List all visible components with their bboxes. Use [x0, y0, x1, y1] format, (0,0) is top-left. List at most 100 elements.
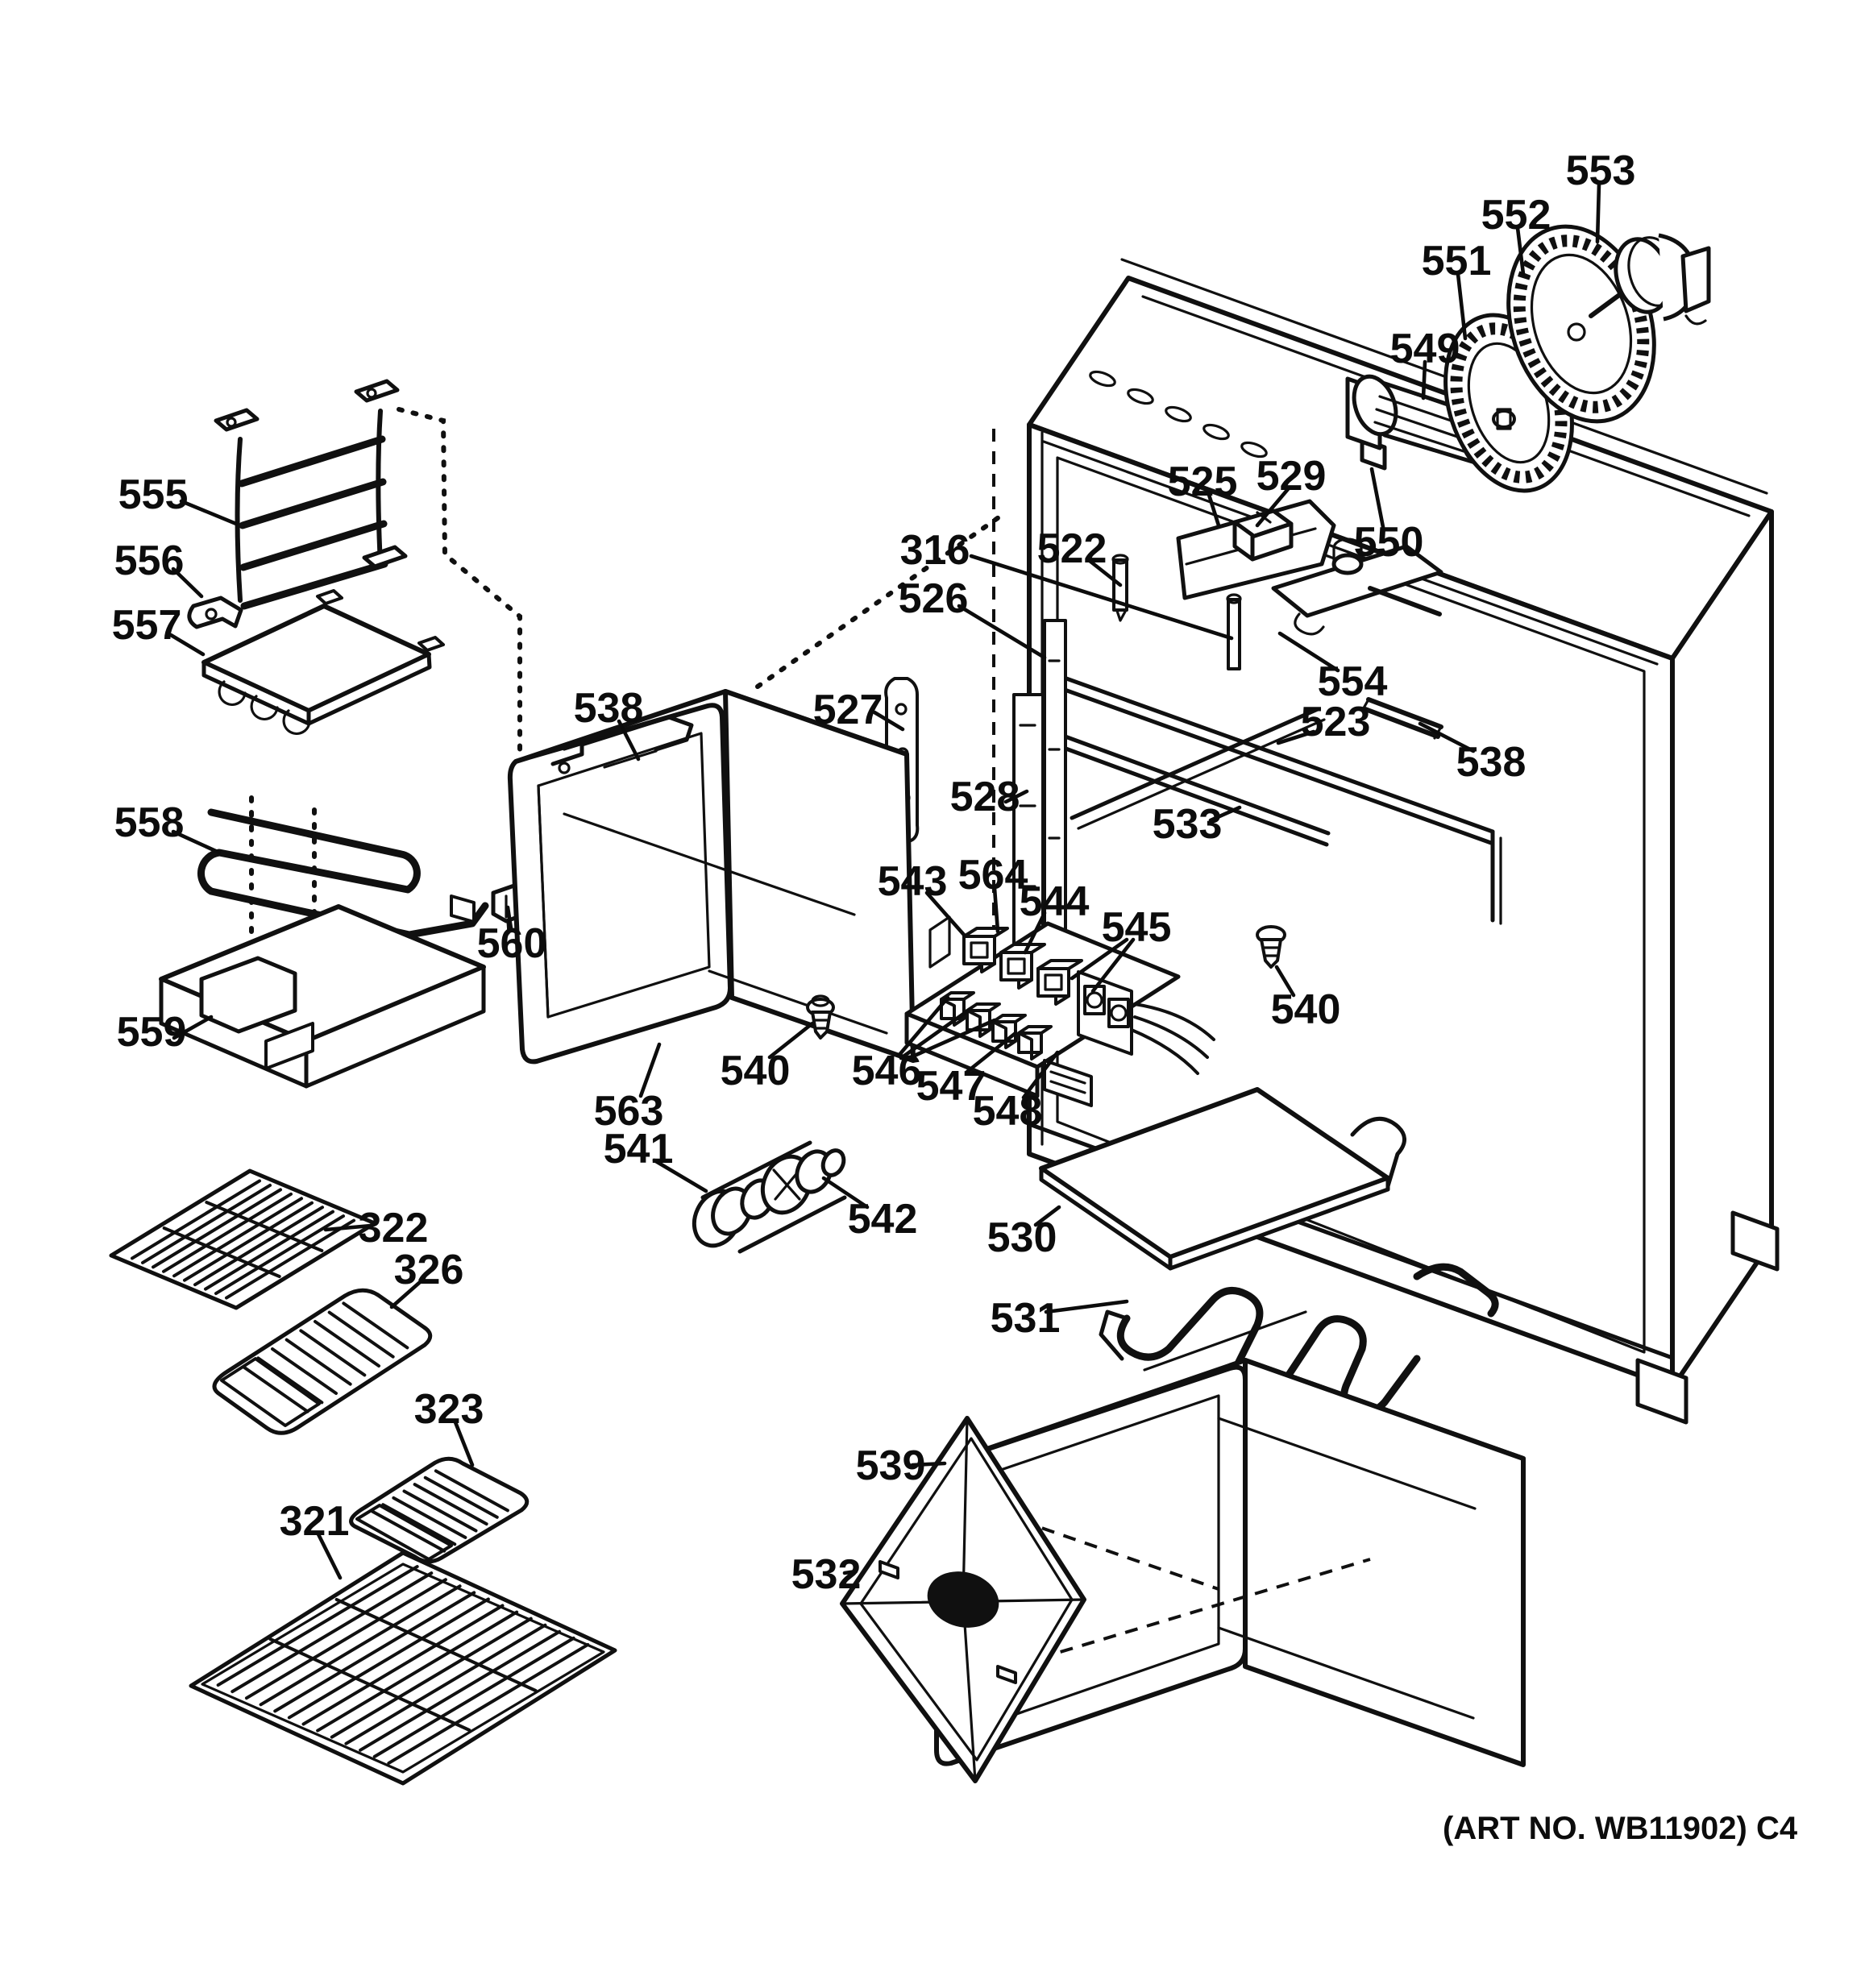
grid-line	[231, 1571, 434, 1694]
grid-line	[344, 1623, 547, 1745]
part-label-522: 522	[1037, 525, 1107, 572]
part-label-545: 545	[1102, 904, 1172, 951]
leader-line-532	[842, 1569, 858, 1575]
grid-line	[256, 1356, 324, 1405]
relay-544b	[1036, 959, 1083, 1006]
leader-line-553	[1595, 181, 1601, 244]
part-broiler-pan-326-drawing	[212, 1288, 433, 1435]
grid-line	[314, 1320, 380, 1368]
leader-line-539	[910, 1461, 947, 1467]
leader-line-547	[965, 1031, 1018, 1074]
part-label-543: 543	[878, 858, 948, 905]
part-liner-539-drawing	[908, 1358, 1526, 1767]
grid-line	[434, 1469, 509, 1513]
grid-line	[285, 1338, 352, 1386]
part-label-527: 527	[813, 687, 883, 733]
part-lamp-541-542-drawing	[692, 1140, 847, 1254]
leader-line-322	[323, 1223, 373, 1232]
part-label-530: 530	[987, 1214, 1057, 1261]
grid-line	[183, 1201, 314, 1282]
grid-line	[402, 1489, 478, 1533]
part-label-563: 563	[594, 1088, 664, 1135]
leader-line-540c	[767, 1021, 815, 1060]
grid-line	[193, 1206, 324, 1287]
part-label-555: 555	[118, 471, 189, 518]
part-label-554: 554	[1318, 658, 1388, 705]
leader-line-550	[1369, 467, 1385, 529]
leader-line-559	[172, 1015, 214, 1040]
part-screw-540-right-drawing	[1256, 925, 1286, 969]
leader-line-531	[1044, 1299, 1129, 1314]
part-panel-530-drawing	[1039, 1087, 1406, 1271]
grid-line	[242, 1365, 309, 1413]
leader-line-541	[652, 1158, 708, 1193]
part-label-542: 542	[848, 1196, 918, 1243]
part-tray-559-drawing	[159, 904, 486, 1089]
part-spacer-522-drawing	[1111, 554, 1129, 622]
grid-line	[214, 1214, 345, 1296]
part-label-547: 547	[916, 1063, 986, 1110]
leader-line-523	[1276, 729, 1316, 745]
cabinet-foot	[1730, 1210, 1780, 1272]
part-handle-538-right-drawing	[1360, 697, 1443, 740]
leader-line-527	[872, 710, 905, 732]
part-rack-321-drawing	[189, 1550, 617, 1786]
part-label-531: 531	[991, 1295, 1061, 1342]
part-latch-554-drawing	[1271, 537, 1443, 636]
part-label-540c: 540	[721, 1048, 791, 1094]
grid-line	[172, 1197, 303, 1278]
grid-line	[330, 1617, 533, 1739]
leader-line-525	[1207, 492, 1221, 528]
part-clip-556-drawing	[187, 596, 243, 629]
leader-line-538r	[1418, 721, 1476, 753]
leader-line-542	[821, 1176, 870, 1210]
leader-line-323	[453, 1420, 475, 1467]
grid-line	[268, 1637, 471, 1732]
part-label-525: 525	[1168, 459, 1238, 505]
grid-line	[205, 1201, 324, 1252]
leader-line-546	[901, 1018, 997, 1063]
leader-line-538c	[617, 719, 641, 762]
grid-line	[131, 1179, 261, 1260]
part-rail-523-drawing	[1053, 673, 1502, 925]
part-labels: 5555565575585595605385635415425403223263…	[112, 147, 1636, 1598]
part-screw-540-center-drawing	[806, 994, 835, 1040]
grid-line	[359, 1629, 562, 1752]
part-shelf-557-drawing	[201, 589, 445, 736]
part-label-544: 544	[1020, 878, 1090, 925]
part-label-533: 533	[1153, 801, 1223, 848]
grid-line	[225, 1218, 355, 1300]
grid-line	[423, 1475, 499, 1519]
part-label-549: 549	[1390, 326, 1460, 372]
part-label-321: 321	[280, 1498, 350, 1545]
part-switch-529-drawing	[1232, 508, 1294, 562]
part-label-550: 550	[1354, 519, 1424, 566]
leader-line-530	[1033, 1205, 1061, 1227]
grid-line	[287, 1597, 490, 1720]
connector-548	[1043, 1059, 1093, 1107]
part-label-564: 564	[958, 852, 1028, 899]
part-label-557: 557	[112, 602, 182, 649]
leader-line-564	[992, 886, 1000, 934]
part-label-538c: 538	[574, 685, 644, 732]
leader-line-558	[171, 829, 222, 855]
grid-line	[381, 1503, 457, 1546]
leader-line-545	[1090, 937, 1136, 994]
art-number-text: (ART NO. WB11902) C4	[1443, 1811, 1798, 1846]
grid-line	[299, 1329, 367, 1377]
leader-line-546	[899, 1006, 973, 1060]
leader-line-557	[168, 633, 206, 657]
part-rack-slide-555-drawing	[214, 379, 408, 610]
relay-544a	[999, 943, 1046, 990]
slide-clip	[362, 545, 408, 569]
part-label-546: 546	[852, 1048, 922, 1094]
part-label-540r: 540	[1271, 986, 1341, 1033]
grid-line	[392, 1496, 467, 1539]
grid-line	[162, 1226, 281, 1278]
leader-line-326	[389, 1280, 422, 1309]
part-sensor-316-drawing	[1226, 593, 1242, 670]
grid-line	[334, 1598, 538, 1692]
part-label-539: 539	[856, 1442, 926, 1489]
grid-line	[162, 1192, 293, 1273]
part-label-560: 560	[477, 920, 547, 967]
